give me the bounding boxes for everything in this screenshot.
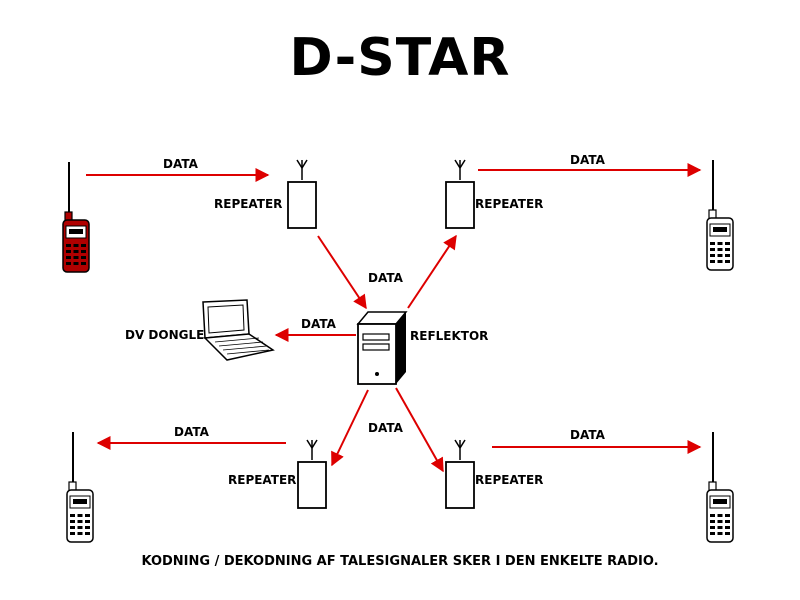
repeater-label: REPEATER [214, 197, 283, 211]
repeater-label: REPEATER [475, 197, 544, 211]
repeater-icon [287, 159, 317, 229]
repeater-icon [297, 439, 327, 509]
repeater-label: REPEATER [475, 473, 544, 487]
data-label: DATA [368, 421, 403, 435]
data-arrows [86, 163, 702, 473]
repeater-icon [445, 439, 475, 509]
data-label: DATA [163, 157, 198, 171]
arrow-reflector-to-repeater-tr [407, 234, 457, 309]
data-label: DATA [570, 428, 605, 442]
data-label: DATA [174, 425, 209, 439]
handheld-radio-icon [62, 161, 90, 273]
server-icon [356, 311, 408, 385]
arrow-repeater-tl-to-reflector [317, 235, 367, 310]
handheld-radio-icon [706, 159, 734, 271]
data-label: DATA [368, 271, 403, 285]
caption: KODNING / DEKODNING AF TALESIGNALER SKER… [141, 554, 659, 569]
laptop-icon [202, 299, 275, 361]
handheld-radio-icon [66, 431, 94, 543]
repeater-label: REPEATER [228, 473, 297, 487]
repeater-icon [445, 159, 475, 229]
arrow-reflector-to-repeater-bl [331, 389, 369, 467]
dongle-label: DV DONGLE [125, 328, 205, 342]
data-label: DATA [570, 153, 605, 167]
data-label: DATA [301, 317, 336, 331]
arrow-reflector-to-repeater-br [395, 387, 444, 473]
reflector-label: REFLEKTOR [410, 329, 489, 343]
handheld-radio-icon [706, 431, 734, 543]
diagram-title: D-STAR [289, 28, 511, 88]
